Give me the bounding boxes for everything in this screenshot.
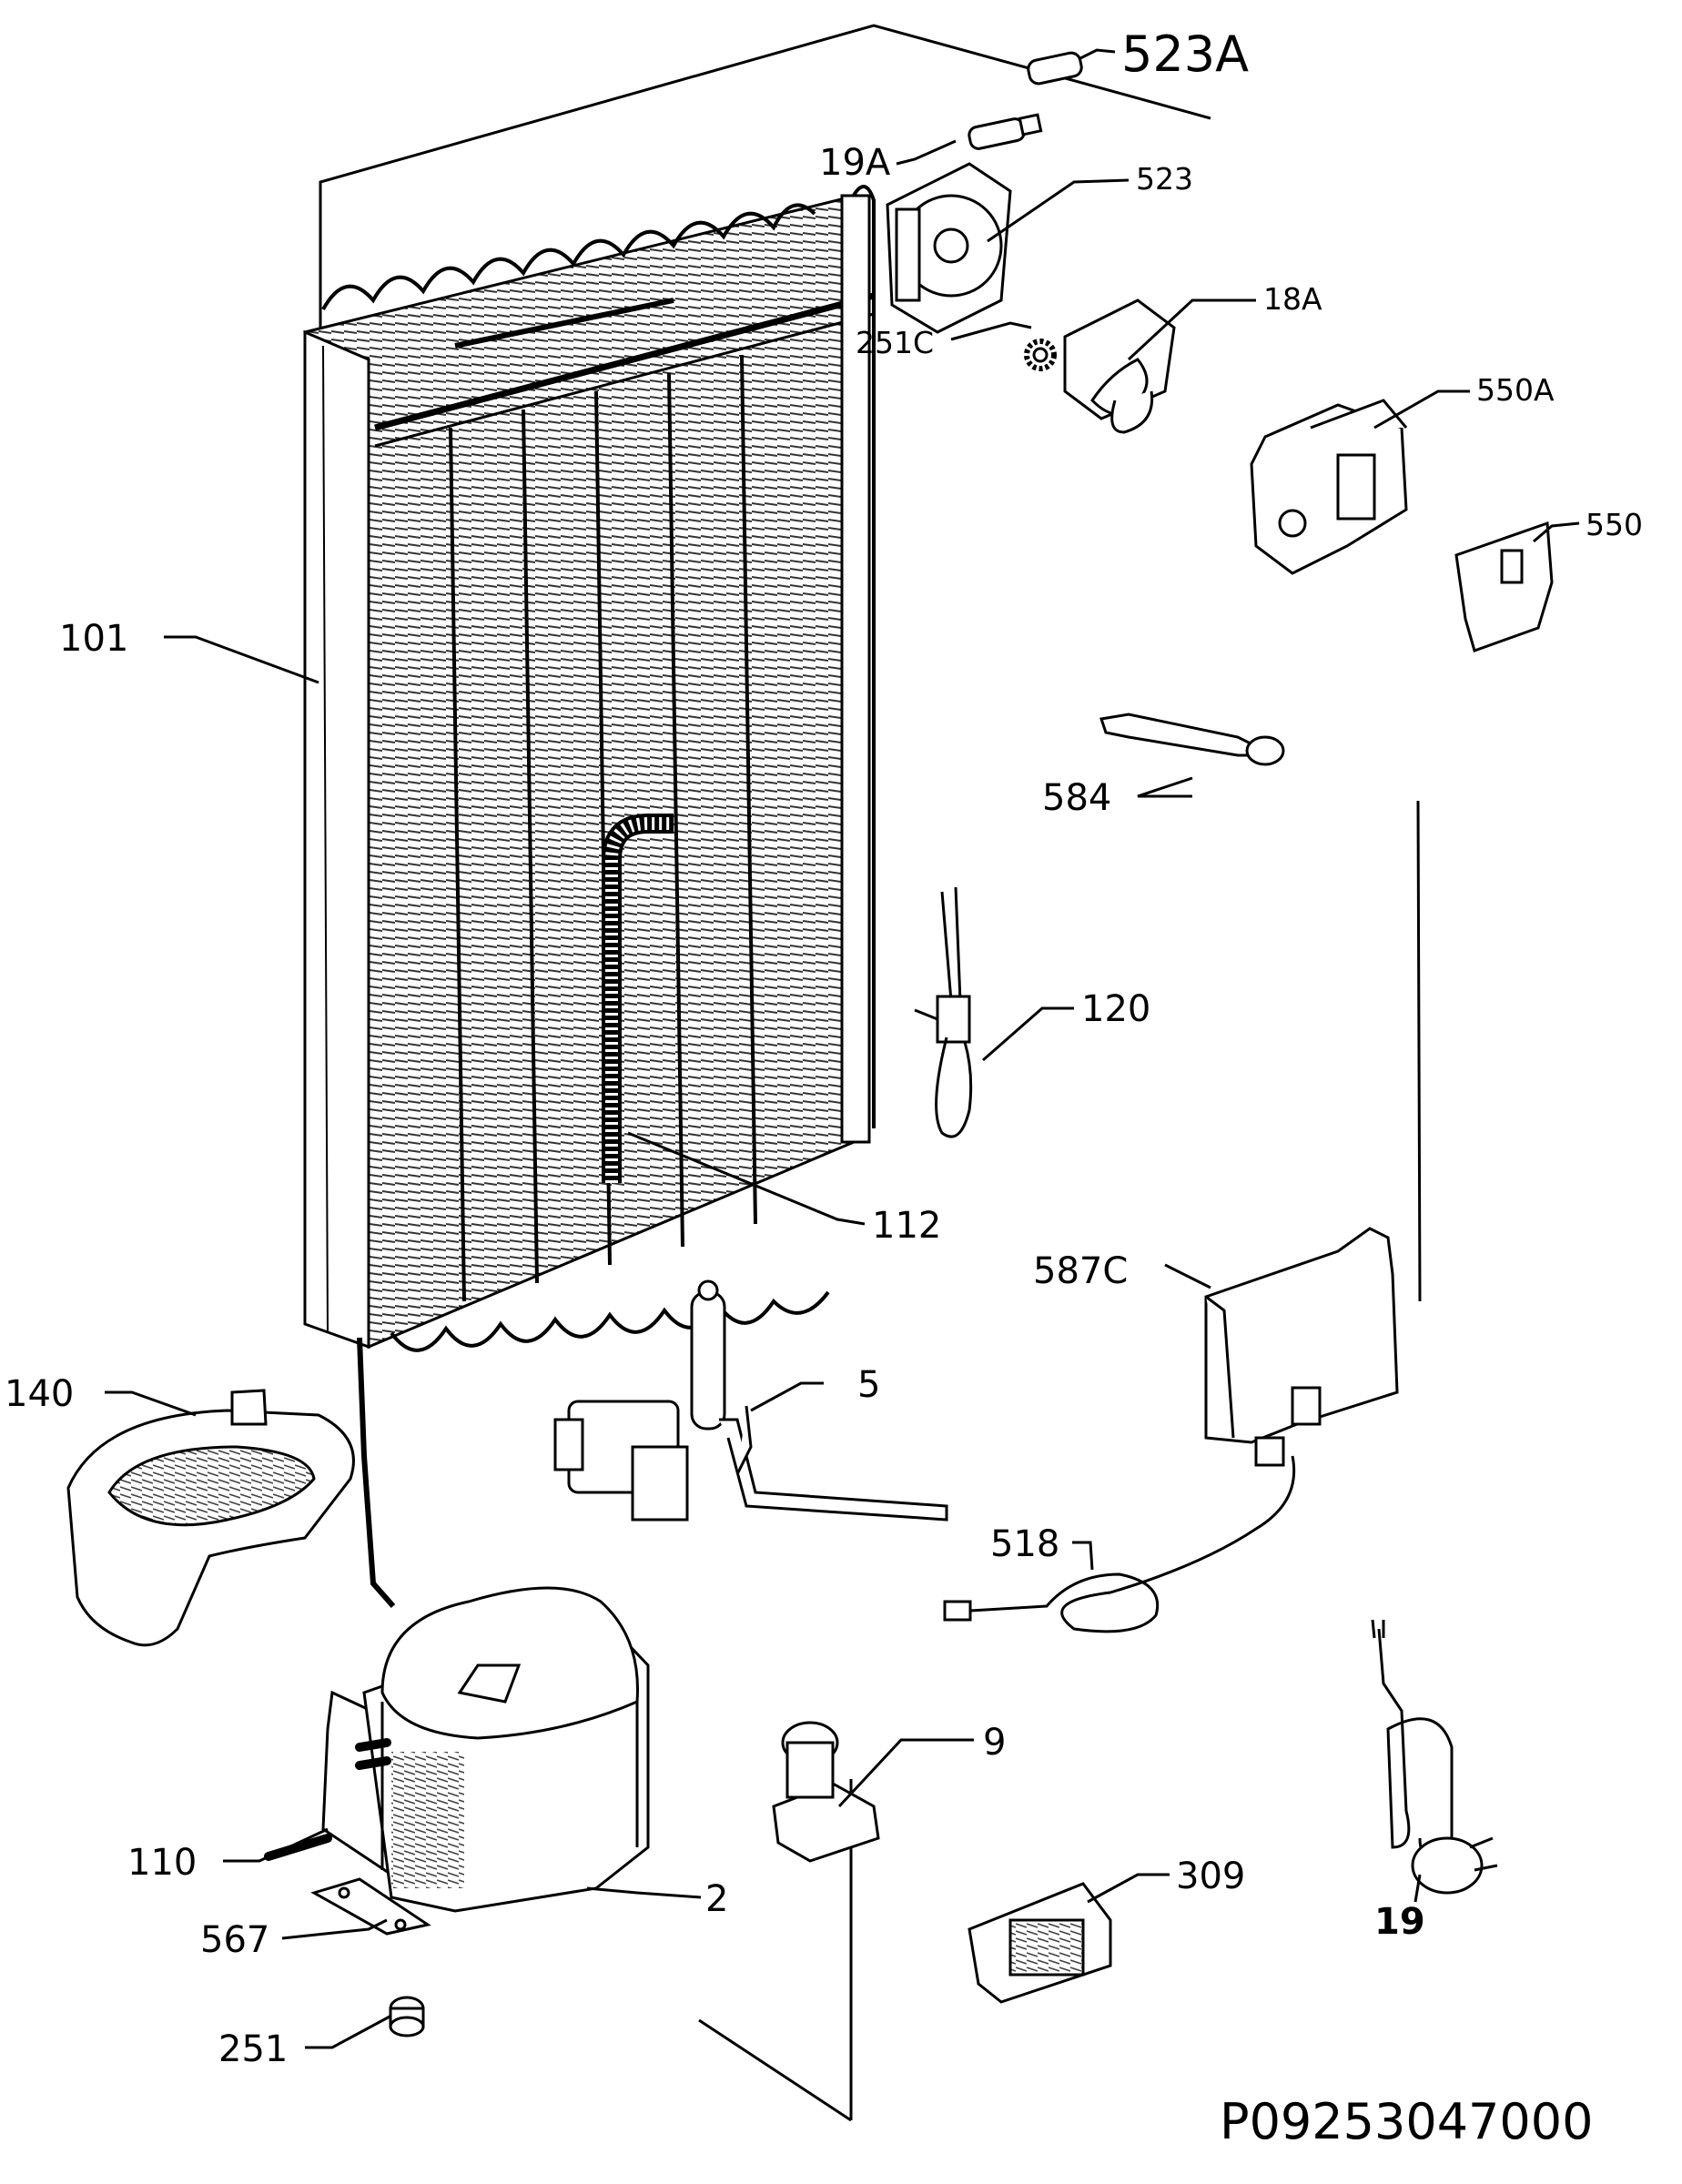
label-251: 251 [218, 2028, 288, 2070]
lamp-bulb-19a [968, 113, 1043, 150]
label-584: 584 [1042, 777, 1111, 819]
label-110: 110 [127, 1842, 197, 1884]
board-309 [968, 1882, 1112, 2004]
grommet-251 [389, 1996, 425, 2037]
valve-assembly-5 [553, 1279, 948, 1522]
label-101: 101 [59, 618, 128, 660]
label-523a: 523A [1121, 25, 1249, 83]
lamp-cover-523a [1027, 51, 1083, 86]
label-19a: 19A [819, 142, 891, 184]
label-140: 140 [5, 1373, 74, 1415]
mount-plate-567 [310, 1877, 431, 1936]
label-567: 567 [200, 1919, 269, 1961]
label-18a: 18A [1263, 281, 1322, 317]
label-19: 19 [1374, 1901, 1425, 1943]
label-550: 550 [1586, 507, 1643, 542]
thermostat-knob-550 [1454, 521, 1554, 652]
sensor-584 [1099, 713, 1285, 766]
condenser-101 [303, 185, 876, 1608]
label-112: 112 [872, 1205, 941, 1247]
label-251c: 251C [856, 325, 934, 360]
label-550a: 550A [1476, 372, 1555, 408]
thermostat-housing-550a [1250, 399, 1408, 575]
leader-lines [105, 48, 1580, 2049]
label-523: 523 [1136, 161, 1193, 197]
relay-9 [772, 1721, 880, 1863]
control-box-587c [1204, 1227, 1399, 1444]
label-9: 9 [983, 1722, 1006, 1764]
fan-motor-18a [1063, 298, 1176, 434]
label-120: 120 [1081, 988, 1150, 1030]
part-labels: 523A 19A 523 251C 18A 550A 550 101 584 1… [5, 25, 1643, 2150]
label-2: 2 [705, 1878, 728, 1920]
wire-harness-518 [943, 1436, 1296, 1633]
compressor-2 [264, 1586, 650, 1913]
label-587c: 587C [1033, 1250, 1128, 1292]
drawing-code: P09253047000 [1220, 2093, 1593, 2150]
label-309: 309 [1176, 1855, 1245, 1897]
defrost-heater-120 [914, 886, 973, 1138]
gear-251c [1024, 339, 1057, 371]
label-5: 5 [857, 1364, 880, 1406]
power-cord-19 [1371, 1619, 1498, 1895]
lamp-holder-523 [886, 162, 1012, 334]
label-518: 518 [990, 1523, 1059, 1565]
drip-tray-140 [66, 1389, 355, 1647]
